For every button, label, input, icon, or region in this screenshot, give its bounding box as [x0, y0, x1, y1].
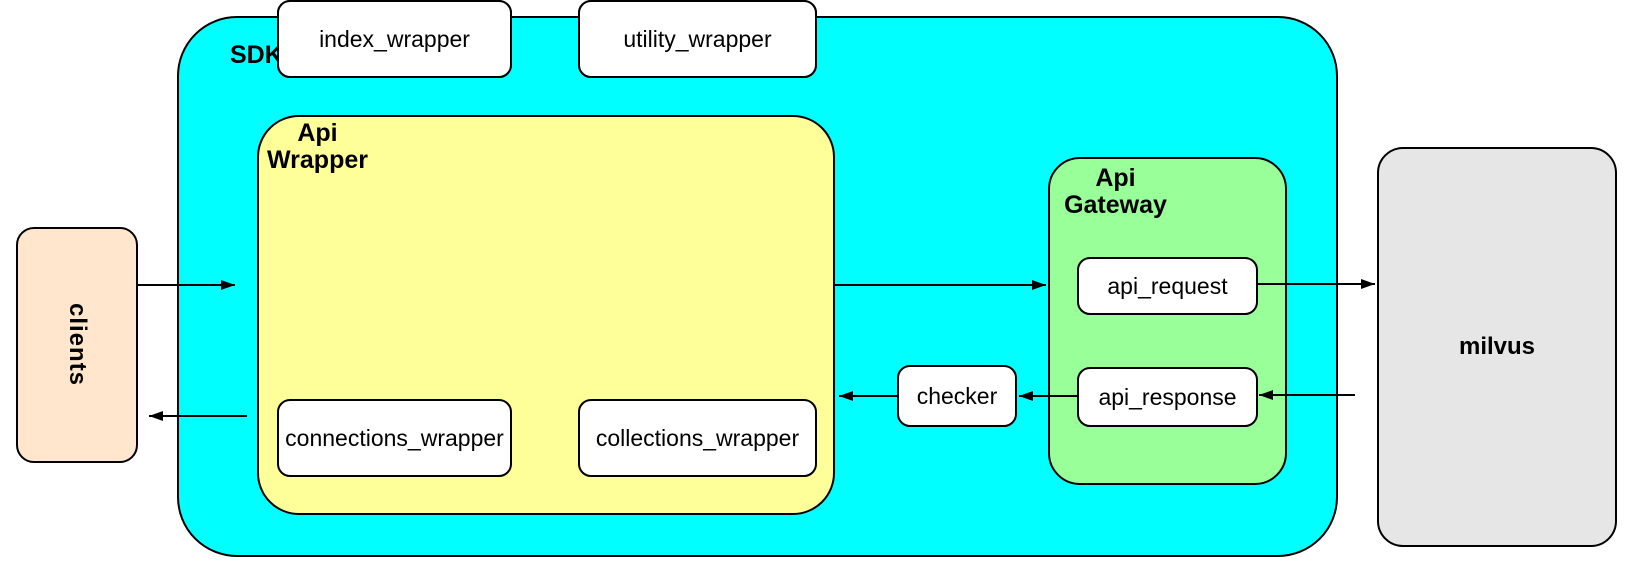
- node-collections-wrapper-label: collections_wrapper: [595, 424, 800, 451]
- node-checker-label: checker: [916, 382, 998, 409]
- node-utility-wrapper: utility_wrapper: [578, 0, 817, 78]
- api-gateway-container: [1048, 157, 1287, 485]
- node-connections-wrapper-label: connections_wrapper: [285, 424, 504, 451]
- node-checker: checker: [897, 365, 1017, 427]
- node-index-wrapper: index_wrapper: [277, 0, 512, 78]
- api-wrapper-label: Api Wrapper: [267, 119, 368, 174]
- node-utility-wrapper-label: utility_wrapper: [623, 25, 772, 52]
- node-connections-wrapper: connections_wrapper: [277, 399, 512, 477]
- node-clients-label: clients: [64, 303, 91, 387]
- api-gateway-label: Api Gateway: [1064, 164, 1167, 219]
- node-index-wrapper-label: index_wrapper: [319, 25, 470, 52]
- node-milvus: milvus: [1377, 147, 1617, 547]
- node-api-request: api_request: [1077, 257, 1258, 315]
- node-collections-wrapper: collections_wrapper: [578, 399, 817, 477]
- node-api-response: api_response: [1077, 367, 1258, 427]
- node-api-request-label: api_request: [1107, 272, 1228, 299]
- sdk-label: SDK: [230, 41, 283, 69]
- node-milvus-label: milvus: [1458, 333, 1536, 360]
- node-clients: clients: [16, 227, 138, 463]
- node-api-response-label: api_response: [1098, 383, 1237, 410]
